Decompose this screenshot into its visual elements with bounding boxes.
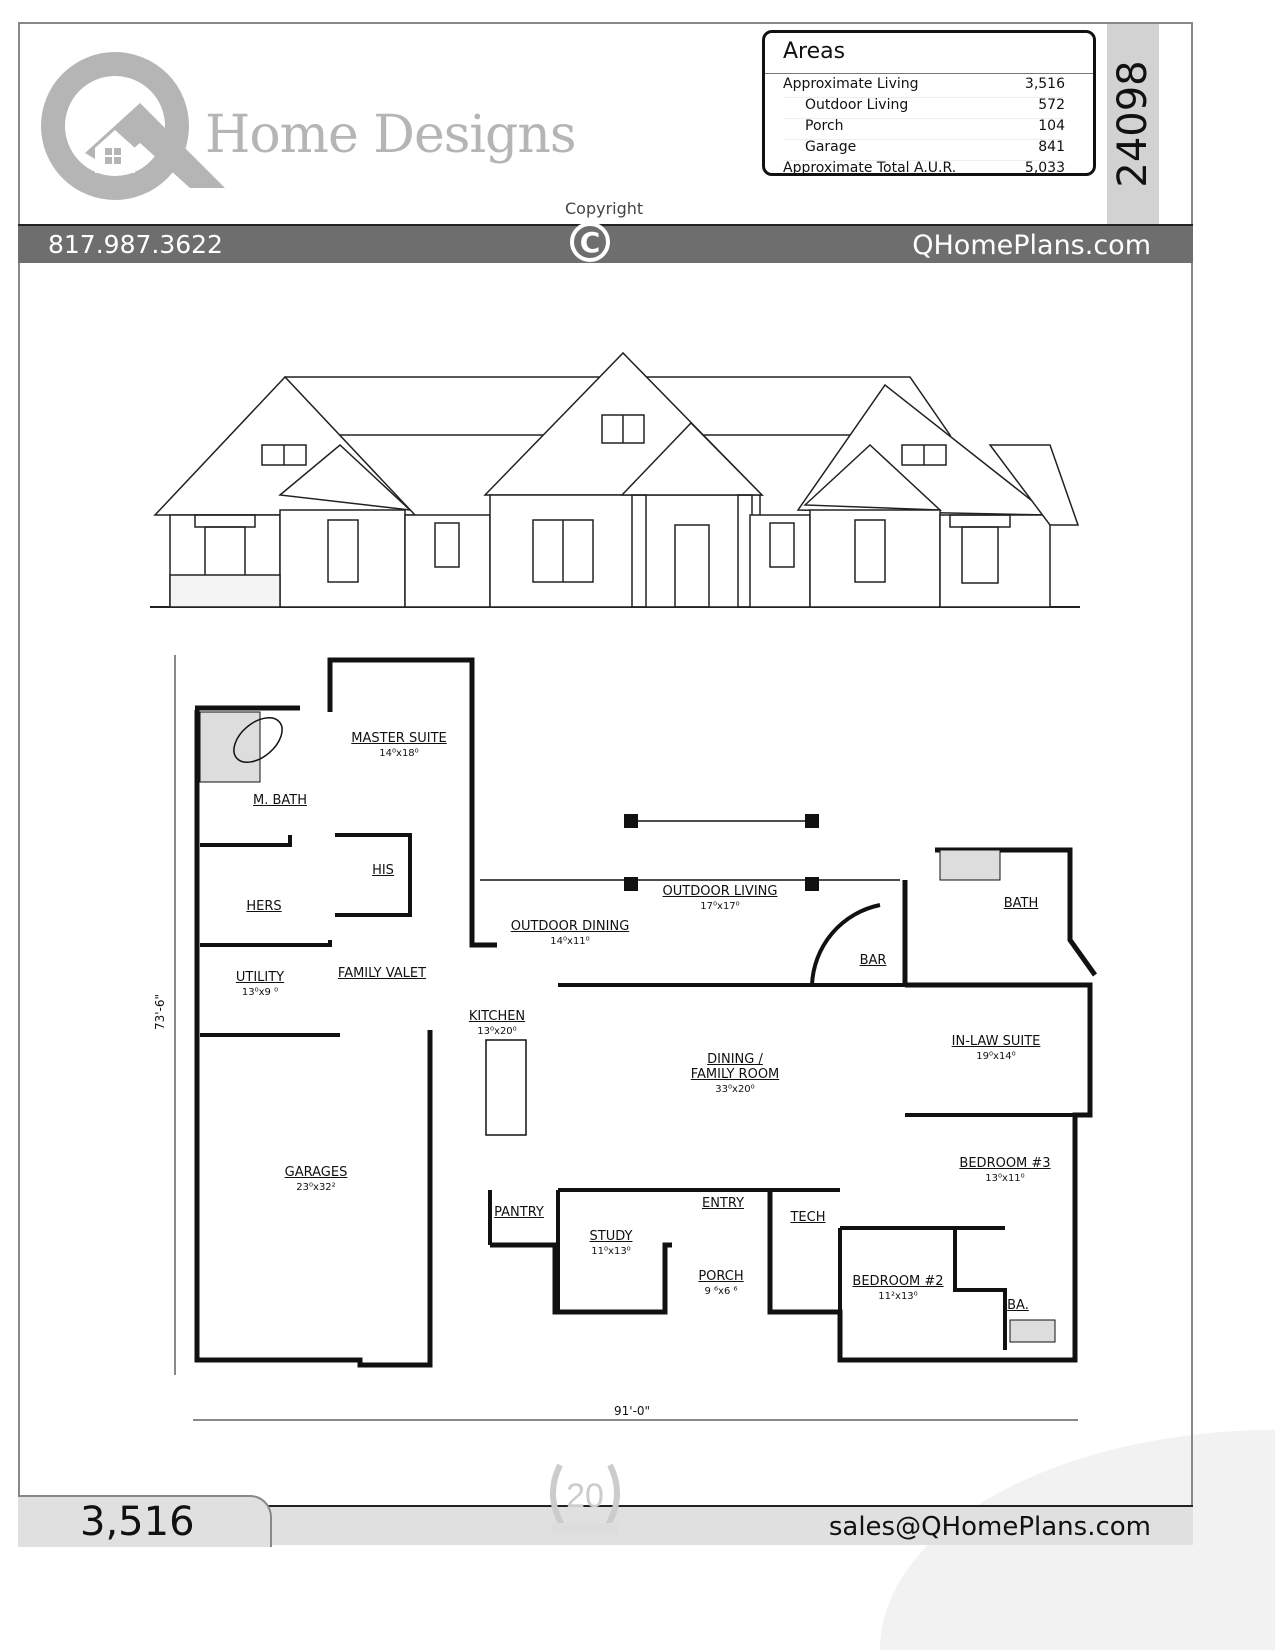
area-value: 572: [1038, 97, 1065, 113]
area-row: Approximate Living 3,516: [783, 76, 1065, 98]
plan-number: 24098: [1110, 60, 1156, 188]
area-label: Approximate Total A.U.R.: [783, 160, 957, 176]
area-row: Outdoor Living 572: [783, 97, 1065, 119]
plan-number-strip: 24098: [1107, 24, 1159, 224]
website-link[interactable]: QHomePlans.com: [912, 230, 1151, 261]
width-dimension: 91'-0": [614, 1404, 651, 1418]
square-footage: 3,516: [80, 1499, 195, 1545]
company-logo: [40, 48, 600, 208]
anniversary-laurel-badge-icon: 20: [549, 1463, 621, 1535]
room-pantry: PANTRY: [494, 1205, 544, 1220]
area-label: Outdoor Living: [805, 97, 909, 113]
room-bar: BAR: [859, 953, 887, 968]
area-value: 5,033: [1024, 160, 1065, 176]
room-master-bath: M. BATH: [253, 793, 307, 808]
copyright-icon: C: [570, 222, 610, 262]
area-row: Approximate Total A.U.R. 5,033: [783, 160, 1065, 181]
area-value: 841: [1038, 139, 1065, 155]
room-bath-2: BA.: [1007, 1298, 1029, 1313]
divider: [765, 73, 1093, 74]
sales-email-link[interactable]: sales@QHomePlans.com: [828, 1512, 1151, 1542]
room-hers-closet: HERS: [246, 899, 282, 914]
phone-number: 817.987.3622: [48, 230, 223, 259]
area-value: 3,516: [1024, 76, 1065, 92]
floor-plan-drawing: [174, 655, 1098, 1421]
room-entry: ENTRY: [701, 1196, 745, 1211]
depth-dimension: 73'-6": [153, 993, 168, 1031]
badge-number: 20: [566, 1477, 604, 1515]
areas-table: Areas Approximate Living 3,516 Outdoor Li…: [762, 30, 1096, 176]
areas-title: Areas: [783, 39, 846, 64]
room-bath: BATH: [1003, 896, 1039, 911]
brand-name: Home Designs: [205, 105, 577, 165]
contact-bar: 817.987.3622 C QHomePlans.com: [18, 222, 1193, 263]
room-his-closet: HIS: [372, 863, 394, 878]
front-elevation-drawing: [150, 351, 1080, 608]
q-house-logo-icon: [41, 52, 225, 200]
area-value: 104: [1038, 118, 1065, 134]
area-label: Approximate Living: [783, 76, 919, 92]
area-row: Garage 841: [783, 139, 1065, 161]
area-label: Garage: [805, 139, 857, 155]
room-tech: TECH: [790, 1210, 826, 1225]
square-footage-tab: 3,516: [18, 1495, 272, 1547]
area-row: Porch 104: [783, 118, 1065, 140]
copyright-label: Copyright: [565, 199, 644, 218]
room-family-valet: FAMILY VALET: [337, 966, 427, 981]
area-label: Porch: [805, 118, 844, 134]
